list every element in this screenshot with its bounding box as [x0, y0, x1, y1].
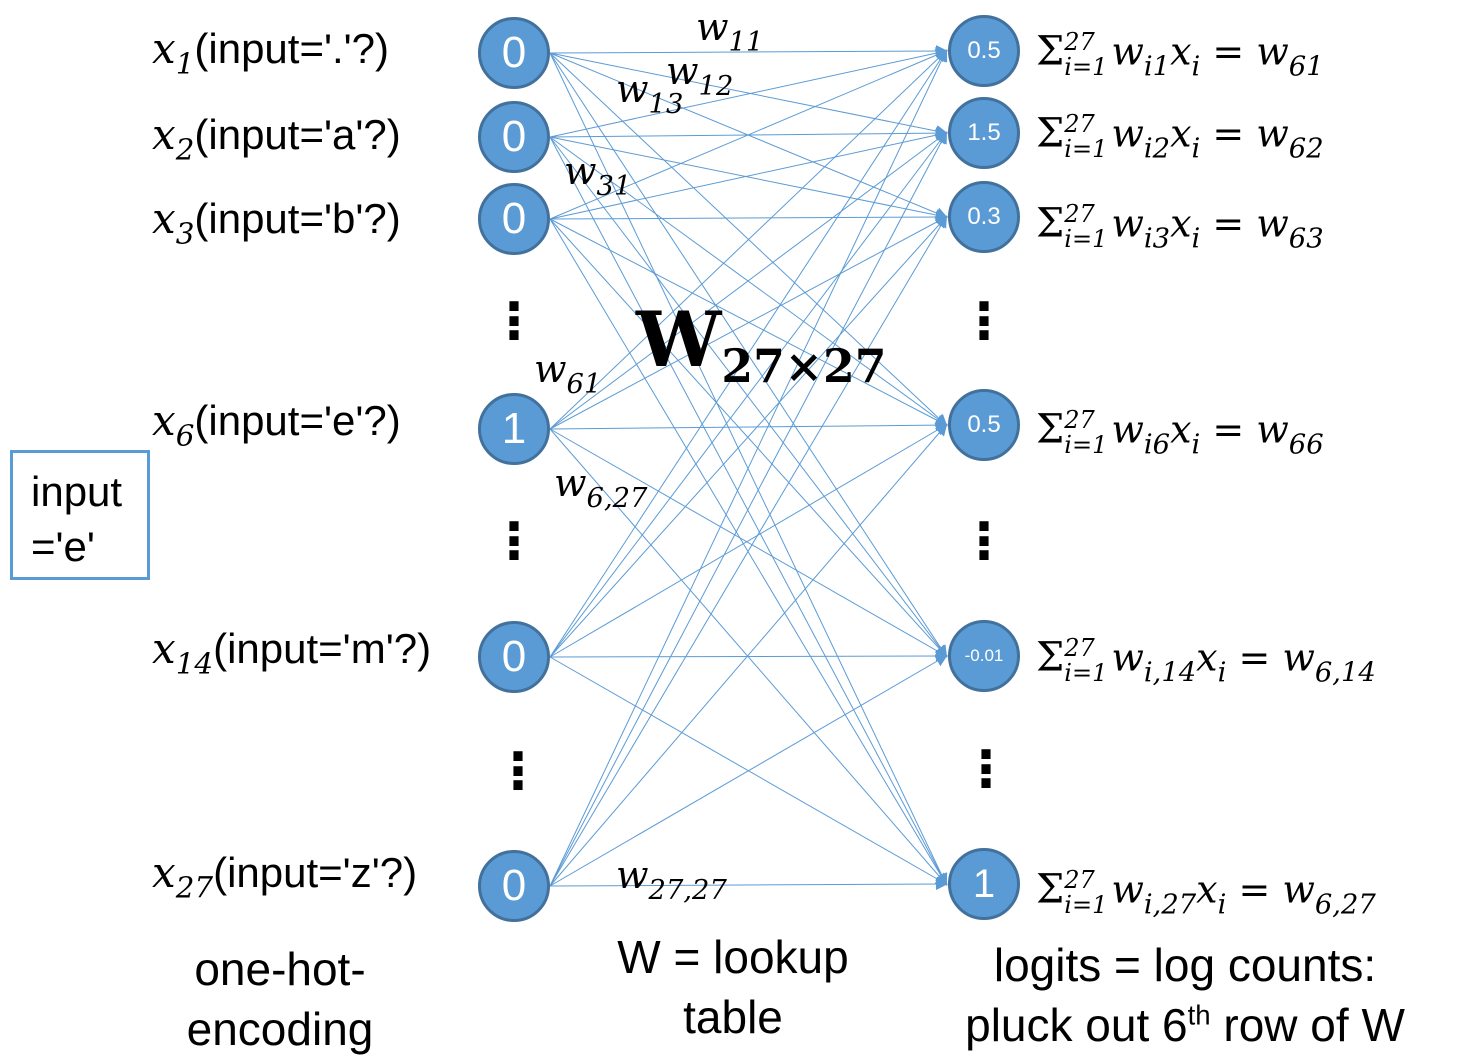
input-box-line-2: ='e'	[31, 522, 95, 570]
input-node-3: 0	[478, 183, 550, 255]
input-box-line-1: input	[31, 468, 123, 515]
edge-x1-y0	[549, 47, 948, 138]
output-node-27: 1	[948, 848, 1020, 920]
input-node-1: 0	[478, 17, 550, 89]
edge-x3-y3	[549, 419, 948, 432]
edge-x4-y3	[549, 423, 948, 658]
input-label-1: x1(input='.'?)	[152, 24, 390, 81]
edge-x3-y2	[549, 216, 948, 430]
caption-mid-line-2: table	[683, 990, 783, 1043]
output-node-6: 0.5	[948, 389, 1020, 461]
edge-x0-y0	[549, 45, 948, 58]
caption-left-line-1: one-hot-	[194, 943, 366, 995]
vertical-ellipsis-input-3: ···	[508, 727, 528, 817]
caption-logits: logits = log counts: pluck out 6th row o…	[920, 936, 1450, 1056]
edge-x4-y1	[549, 131, 948, 658]
output-node-14: -0.01	[948, 620, 1020, 692]
weight-label-w12: w12	[666, 49, 734, 102]
input-node-2: 0	[478, 101, 550, 173]
caption-lookup-table: W = lookup table	[583, 928, 883, 1048]
edge-x1-y2	[549, 136, 948, 221]
caption-one-hot-encoding: one-hot- encoding	[150, 940, 410, 1060]
caption-mid-line-1: W = lookup	[617, 931, 849, 983]
edge-x2-y1	[549, 129, 948, 220]
caption-right-line-1: logits = log counts:	[993, 939, 1377, 991]
edge-x2-y0	[549, 49, 948, 220]
edge-x3-y0	[549, 49, 948, 430]
edge-x1-y4	[549, 136, 948, 658]
input-label-14: x14(input='m'?)	[152, 624, 432, 681]
edge-x5-y1	[549, 131, 947, 887]
input-node-27: 0	[478, 850, 550, 922]
edge-x5-y0	[549, 49, 948, 887]
output-node-3: 0.3	[948, 181, 1020, 253]
input-node-6: 1	[478, 393, 550, 465]
edge-x2-y3	[549, 218, 948, 426]
edge-x4-y0	[549, 49, 948, 658]
edge-x0-y1	[549, 52, 948, 137]
edge-x4-y2	[549, 215, 948, 658]
weight-label-w31: w31	[564, 149, 632, 202]
edge-x4-y4	[549, 650, 948, 663]
output-node-2: 1.5	[948, 97, 1020, 169]
vertical-ellipsis-output-1: ···	[974, 277, 994, 367]
input-label-2: x2(input='a'?)	[152, 110, 401, 167]
weight-label-w627: w6,27	[554, 461, 648, 514]
vertical-ellipsis-input-1: ···	[504, 277, 524, 367]
caption-left-line-2: encoding	[186, 1002, 374, 1055]
weight-label-w2727: w27,27	[616, 853, 727, 906]
caption-right-line-2: pluck out 6th row of W	[965, 998, 1405, 1051]
output-node-1: 0.5	[948, 15, 1020, 87]
current-input-box: input ='e'	[10, 450, 150, 580]
edge-x5-y5	[549, 878, 948, 891]
vertical-ellipsis-output-3: ···	[976, 725, 996, 815]
weight-matrix-label: W27×27	[636, 295, 887, 393]
edge-x2-y2	[549, 211, 948, 224]
edge-x3-y1	[549, 131, 948, 430]
vertical-ellipsis-output-2: ···	[974, 497, 994, 587]
edge-x5-y2	[549, 215, 948, 887]
input-node-14: 0	[478, 621, 550, 693]
input-label-3: x3(input='b'?)	[152, 194, 401, 251]
vertical-ellipsis-input-2: ···	[504, 497, 524, 587]
edge-x0-y3	[549, 52, 948, 427]
weight-label-w11: w11	[696, 5, 764, 58]
input-label-27: x27(input='z'?)	[152, 848, 418, 905]
input-label-6: x6(input='e'?)	[152, 396, 401, 453]
weight-label-w13: w13	[616, 67, 684, 120]
edge-x5-y4	[549, 654, 948, 887]
edge-x5-y3	[549, 423, 948, 887]
weight-label-w61: w61	[534, 347, 602, 400]
edge-x3-y4	[549, 428, 948, 657]
